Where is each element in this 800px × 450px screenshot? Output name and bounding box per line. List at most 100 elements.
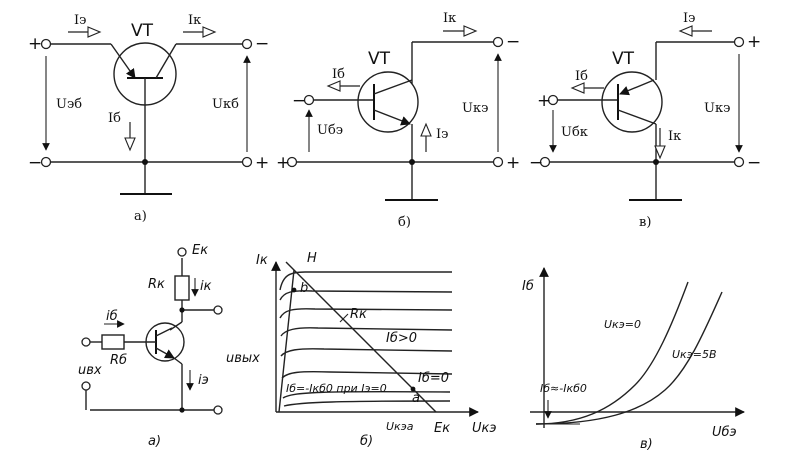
curve-label-positive: Iб>0 — [386, 331, 417, 346]
current-arrow — [570, 82, 585, 94]
polarity-plus: + — [276, 153, 290, 173]
y-axis-label: Iк — [256, 253, 268, 268]
supply-label: Eк — [192, 243, 208, 258]
characteristic-curve — [280, 327, 453, 337]
transistor-label: VT — [368, 49, 391, 69]
diagram-a-common-base: + − − + Iэ Iк VT Iб Uэб Uкб а) — [28, 13, 269, 224]
terminal — [81, 337, 91, 347]
terminal — [40, 156, 52, 168]
caption: в) — [640, 437, 653, 450]
characteristic-curve — [283, 400, 451, 407]
operating-point-a — [410, 386, 416, 392]
junction-dot — [409, 159, 415, 165]
terminal — [733, 156, 745, 168]
characteristic-curve — [279, 308, 453, 319]
terminal — [177, 247, 187, 257]
terminal — [492, 36, 504, 48]
junction-dot — [142, 159, 148, 165]
output-voltage-label: uвых — [226, 351, 260, 366]
base-current-label: Iб — [332, 67, 345, 82]
caption: а) — [134, 209, 147, 224]
current-arrow — [124, 137, 136, 152]
input-voltage-label: Uбк — [561, 125, 588, 140]
base-current-label: Iб — [108, 111, 121, 126]
offset-note: Iб≈-Iкб0 — [540, 382, 587, 395]
collector-resistor-label: Rк — [148, 277, 165, 292]
terminal — [213, 305, 223, 315]
output-voltage-label: Uкэ — [462, 101, 488, 116]
terminal — [733, 36, 745, 48]
transistor-symbol — [357, 71, 419, 133]
emitter-current-label: Iэ — [683, 11, 695, 26]
emitter-current-label: Iэ — [74, 13, 86, 28]
base-resistor-label: Rб — [110, 353, 127, 368]
output-voltage-label: Uкэ — [704, 101, 730, 116]
junction-dot — [653, 159, 659, 165]
current-arrow — [326, 80, 341, 92]
transistor-label: VT — [131, 21, 154, 41]
curve-uke-0 — [535, 281, 689, 425]
x-point-ukea-label: Uкэа — [386, 420, 414, 433]
input-voltage-label: Uбэ — [317, 123, 343, 138]
x-axis-label: Uбэ — [712, 425, 737, 440]
collector-resistor — [174, 275, 190, 301]
polarity-minus: − — [28, 153, 42, 173]
input-voltage-label: uвх — [78, 363, 102, 378]
point-a-label: a — [412, 391, 420, 406]
saturation-line — [278, 269, 295, 413]
load-line — [285, 261, 437, 413]
junction-dot — [179, 407, 185, 413]
base-current-label: iб — [106, 309, 118, 324]
diagram-b-common-emitter: − + − + Iк VT Iб Uбэ Iэ Uкэ б) — [276, 11, 520, 230]
terminal — [547, 94, 559, 106]
collector-current-label: Iк — [443, 11, 456, 26]
emitter-current-label: iэ — [198, 373, 209, 388]
terminal — [40, 38, 52, 50]
current-arrow — [654, 145, 666, 160]
operating-point-b — [291, 287, 297, 293]
current-arrow — [420, 122, 432, 137]
polarity-minus: − — [292, 91, 306, 111]
polarity-plus: + — [747, 32, 761, 52]
emitter-current-label: Iэ — [436, 127, 448, 142]
caption: б) — [398, 215, 411, 230]
polarity-minus: − — [747, 153, 761, 173]
terminal — [241, 38, 253, 50]
current-arrow — [202, 26, 217, 38]
current-arrow — [463, 25, 478, 37]
terminal — [81, 381, 91, 391]
terminal — [492, 156, 504, 168]
characteristic-curve — [281, 370, 453, 379]
polarity-plus: + — [506, 153, 520, 173]
load-line-label: Rк — [350, 307, 367, 322]
x-axis-label: Uкэ — [472, 421, 497, 436]
x-point-ek-label: Eк — [434, 421, 450, 436]
cutoff-note: Iб=-Iкб0 при Iэ=0 — [286, 382, 387, 395]
curve-label-zero: Iб=0 — [418, 371, 449, 386]
current-arrow — [678, 25, 693, 37]
current-arrow — [87, 26, 102, 38]
base-current-label: Iб — [575, 69, 588, 84]
polarity-minus: − — [529, 153, 543, 173]
amplifier-stage-circuit: Eк Rк iк iб Rб uвх uвых iэ а) — [78, 243, 260, 449]
transistor-label: VT — [612, 49, 635, 69]
output-voltage-label: Uкб — [212, 97, 239, 112]
terminal — [213, 405, 223, 415]
input-voltage-label: Uэб — [56, 97, 82, 112]
characteristic-curve — [280, 348, 453, 357]
terminal — [539, 156, 551, 168]
caption: в) — [639, 215, 651, 230]
collector-current-label: Iк — [188, 13, 201, 28]
polarity-plus: + — [255, 153, 269, 173]
terminal — [286, 156, 298, 168]
caption: а) — [148, 434, 161, 449]
terminal — [241, 156, 253, 168]
terminal — [303, 94, 315, 106]
characteristic-curve — [279, 271, 452, 291]
base-resistor — [101, 334, 125, 350]
curve2-label: Uкэ=5В — [672, 348, 717, 361]
polarity-minus: − — [255, 34, 269, 54]
junction-dot — [179, 307, 185, 313]
polarity-plus: + — [537, 91, 551, 111]
